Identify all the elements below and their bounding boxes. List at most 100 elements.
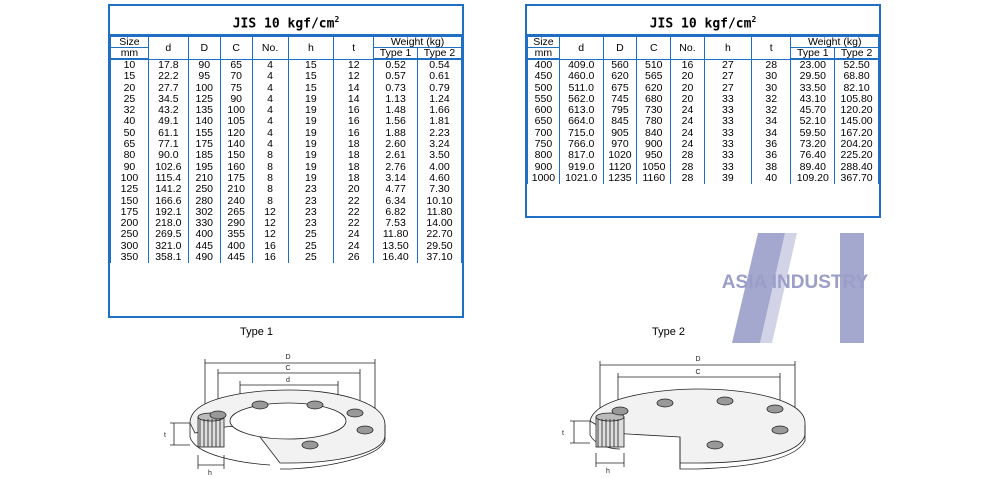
table-cell: 269.5	[147, 229, 189, 241]
table-cell: 840	[636, 127, 672, 140]
table-cell: 12	[251, 229, 289, 241]
header-type1: Type 1	[373, 47, 419, 60]
table-cell: 8	[251, 183, 289, 196]
watermark-letter-a-shape	[732, 233, 785, 343]
table-cell: 8	[251, 150, 289, 162]
table-cell: 970	[602, 138, 638, 151]
table-cell: 0.54	[417, 59, 462, 72]
table-cell: 125	[110, 183, 149, 196]
table-cell: 900	[527, 161, 560, 173]
table-cell: 321.0	[147, 240, 189, 253]
dim-label-D: D	[285, 354, 290, 361]
table-cell: 450	[527, 70, 560, 83]
table-cell: 250	[187, 183, 221, 196]
dim-label-h: h	[208, 470, 212, 475]
table-cell: 14.00	[417, 217, 462, 230]
table-cell: 600	[527, 104, 560, 117]
dim-label-t: t	[164, 432, 166, 439]
table-cell: 75	[219, 82, 253, 94]
table-cell: 37.10	[417, 251, 462, 264]
table-cell: 109.20	[790, 172, 836, 185]
table-cell: 150	[219, 150, 253, 162]
table-cell: 650	[527, 116, 560, 128]
table-cell: 400	[527, 59, 560, 72]
dim-label-C: C	[285, 365, 290, 372]
table-cell: 8	[251, 172, 289, 185]
header-weight: Weight (kg)	[373, 36, 462, 48]
header-size: Size	[527, 36, 560, 48]
table-cell: 29.50	[417, 240, 462, 253]
table-cell: 11.80	[417, 206, 462, 219]
header-type2: Type 2	[417, 47, 462, 60]
table-cell: 12	[333, 70, 375, 83]
table-cell: 675	[602, 82, 638, 94]
table-cell: 800	[527, 150, 560, 162]
table-cell: 560	[602, 59, 638, 72]
table-cell: 4.00	[417, 161, 462, 173]
table-cell: 550	[527, 93, 560, 106]
table-cell: 30	[750, 70, 792, 83]
table-cell: 565	[636, 70, 672, 83]
table-cell: 355	[219, 229, 253, 241]
table-cell: 210	[219, 183, 253, 196]
table-cell: 82.10	[834, 82, 879, 94]
table-cell: 240	[219, 195, 253, 207]
table-cell: 7.30	[417, 183, 462, 196]
asia-industry-watermark: ASIA INDUSTRY	[722, 233, 869, 343]
table-cell: 4.77	[373, 183, 419, 196]
table-cell: 265	[219, 206, 253, 219]
table-cell: 1.24	[417, 93, 462, 106]
header-t: t	[333, 36, 375, 60]
table-cell: 3.50	[417, 150, 462, 162]
dim-label-d: d	[286, 377, 290, 384]
table-cell: 185	[187, 150, 221, 162]
header-t: t	[750, 36, 792, 60]
table-cell: 16	[251, 251, 289, 264]
table-cell: 65	[219, 59, 253, 72]
table-cell: 4	[251, 138, 289, 151]
table-cell: 620	[602, 70, 638, 83]
table-cell: 29.50	[790, 70, 836, 83]
table-cell: 76.40	[790, 150, 836, 162]
table-cell: 192.1	[147, 206, 189, 219]
table-cell: 61.1	[147, 127, 189, 140]
header-h: h	[703, 36, 753, 60]
left-table-title: JIS 10 kgf/cm2	[110, 6, 462, 36]
table-cell: 1.66	[417, 104, 462, 117]
table-cell: 70	[219, 70, 253, 83]
table-cell: 4.60	[417, 172, 462, 185]
table-cell: 39	[703, 172, 753, 185]
table-cell: 34	[750, 116, 792, 128]
watermark-letter-a-right	[760, 233, 797, 343]
table-cell: 23	[287, 183, 335, 196]
table-cell: 4	[251, 70, 289, 83]
table-cell: 95	[187, 70, 221, 83]
table-cell: 795	[602, 104, 638, 117]
table-cell: 33	[703, 150, 753, 162]
header-h: h	[287, 36, 335, 60]
table-cell: 4	[251, 59, 289, 72]
table-cell: 1.81	[417, 116, 462, 128]
table-cell: 105	[219, 116, 253, 128]
table-cell: 225.20	[834, 150, 879, 162]
table-cell: 90.0	[147, 150, 189, 162]
table-cell: 0.61	[417, 70, 462, 83]
table-cell: 15	[287, 70, 335, 83]
table-cell: 500	[527, 82, 560, 94]
header-size: Size	[110, 36, 149, 48]
